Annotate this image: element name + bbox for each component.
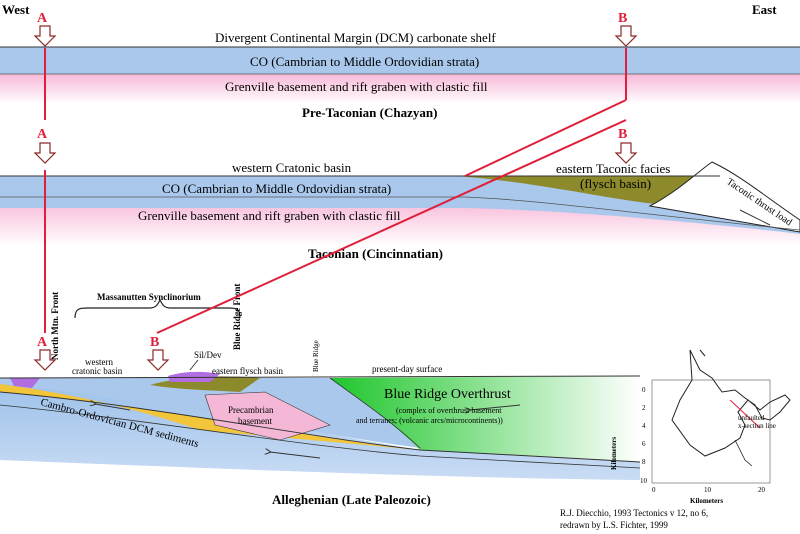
correlation-lines <box>44 48 627 334</box>
map-y-tick-2: 4 <box>642 422 646 430</box>
panel1-title: Pre-Taconian (Chazyan) <box>302 105 437 120</box>
massanutten-label: Massanutten Synclinorium <box>97 292 201 302</box>
massanutten-bracket <box>74 298 241 319</box>
yellow-layer <box>0 384 420 450</box>
cratonic-basin-label-3: cratonic basin <box>72 366 123 376</box>
svg-text:A: A <box>37 335 48 350</box>
precambrian-label: Precambrian <box>228 405 274 415</box>
blue-ridge-front-label: Blue Ridge Front <box>232 284 242 350</box>
taconic-facies-label: eastern Taconic facies <box>556 161 670 176</box>
present-surface-label: present-day surface <box>372 364 442 374</box>
taconic-thrust-load <box>648 161 800 233</box>
precambrian-basement <box>204 391 331 441</box>
panel-alleghenian: Massanutten Synclinorium North Mtn. Fron… <box>0 284 641 507</box>
marker-a-3: A <box>33 335 57 371</box>
co-strata-layer-2 <box>0 176 800 234</box>
credit-line-2: redrawn by L.S. Fichter, 1999 <box>560 520 668 530</box>
marker-a-2: A <box>33 127 57 164</box>
section-line <box>729 399 761 429</box>
eastern-flysch-label: eastern flysch basin <box>212 366 283 376</box>
down-arrow-icon <box>33 349 57 371</box>
blue-ridge-label: Blue Ridge <box>312 340 320 372</box>
map-x-tick-2: 20 <box>758 486 766 494</box>
map-x-tick-1: 10 <box>704 486 712 494</box>
marker-b-2: B <box>614 127 638 164</box>
map-y-tick-4: 8 <box>642 458 646 466</box>
co-strata-label: CO (Cambrian to Middle Ordovidian strata… <box>250 54 479 69</box>
dcm-shelf-label: Divergent Continental Margin (DCM) carbo… <box>215 30 496 45</box>
map-y-tick-1: 2 <box>642 404 646 412</box>
co-strata-layer <box>0 47 800 74</box>
svg-text:B: B <box>618 11 627 26</box>
overthrust-label: Blue Ridge Overthrust <box>384 387 511 402</box>
grenville-label-2: Grenville basement and rift graben with … <box>138 208 401 223</box>
map-x-tick-0: 0 <box>652 486 656 494</box>
map-y-label: Kilometers <box>610 437 618 470</box>
basement-label: basement <box>238 416 272 426</box>
marker-b-1: B <box>614 11 638 47</box>
panel3-title: Alleghenian (Late Paleozoic) <box>272 492 431 507</box>
line-b-link <box>464 99 627 177</box>
flysch-basin-label: (flysch basin) <box>580 176 651 191</box>
state-outline <box>671 349 791 457</box>
panel-pre-taconian: Divergent Continental Margin (DCM) carbo… <box>0 30 800 120</box>
marker-a-1: A <box>33 11 57 47</box>
marker-b-3: B <box>146 335 170 371</box>
panel2-title: Taconian (Cincinnatian) <box>308 246 443 261</box>
overthrust-desc-2: and terranes; (volcanic arcs/microcontin… <box>356 416 503 425</box>
location-map-inset: unfaulted x-section line Kilometers 0 2 … <box>610 349 791 505</box>
cratonic-basin-label: western Cratonic basin <box>232 160 352 175</box>
svg-text:B: B <box>618 127 627 142</box>
map-y-tick-3: 6 <box>642 440 646 448</box>
flysch-wedge <box>455 176 720 205</box>
west-label: West <box>2 2 30 17</box>
section-label-2: x-section line <box>738 422 776 430</box>
down-arrow-icon <box>614 142 638 164</box>
map-y-tick-0: 0 <box>642 386 646 394</box>
thrust-arrow-2 <box>270 452 321 459</box>
blue-ridge-overthrust <box>330 376 640 462</box>
svg-text:A: A <box>37 11 48 26</box>
section-label-1: unfaulted <box>738 414 765 422</box>
down-arrow-icon <box>146 349 170 371</box>
thrust-arrow-3 <box>95 404 131 411</box>
line-b-2 <box>156 119 627 334</box>
co-strata-label-2: CO (Cambrian to Middle Ordovidian strata… <box>162 181 391 196</box>
north-mtn-front-label: North Mtn. Front <box>50 292 60 360</box>
svg-text:B: B <box>150 335 159 350</box>
svg-text:A: A <box>37 127 48 142</box>
credit-line-1: R.J. Diecchio, 1993 Tectonics v 12, no 6… <box>560 508 708 518</box>
sil-dev-label: Sil/Dev <box>194 350 222 360</box>
western-label: western <box>85 357 113 367</box>
down-arrow-icon <box>33 142 57 164</box>
basin-fill <box>0 378 420 448</box>
down-arrow-icon <box>614 25 638 47</box>
purple-west <box>10 378 40 388</box>
panel-taconian: western Cratonic basin CO (Cambrian to M… <box>0 160 800 261</box>
map-x-label: Kilometers <box>690 497 723 505</box>
map-y-tick-5: 10 <box>640 477 648 485</box>
pink-basement-layer <box>0 72 800 104</box>
east-label: East <box>752 2 777 17</box>
overthrust-desc-1: (complex of overthrust basement <box>396 406 502 415</box>
thrust-arrow-1 <box>470 404 521 410</box>
down-arrow-icon <box>33 25 57 47</box>
grenville-label: Grenville basement and rift graben with … <box>225 79 488 94</box>
